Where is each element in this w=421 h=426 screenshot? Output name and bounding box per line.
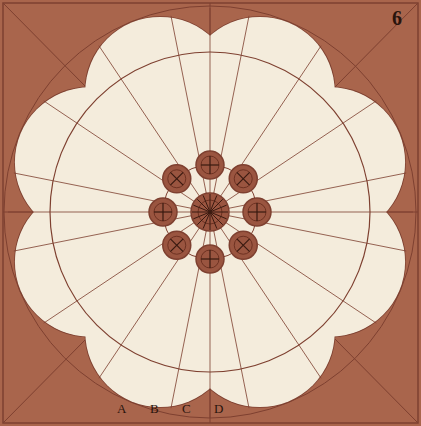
point-letter: B xyxy=(150,402,159,415)
inner-circle xyxy=(50,52,370,372)
frame xyxy=(3,3,418,423)
small-circles xyxy=(149,151,271,273)
point-letter: C xyxy=(182,402,191,415)
construction-lines xyxy=(3,3,418,423)
point-letter: D xyxy=(214,402,223,415)
point-letter: A xyxy=(117,402,126,415)
radial-lines xyxy=(8,8,413,418)
figure-number: 6 xyxy=(392,8,402,28)
